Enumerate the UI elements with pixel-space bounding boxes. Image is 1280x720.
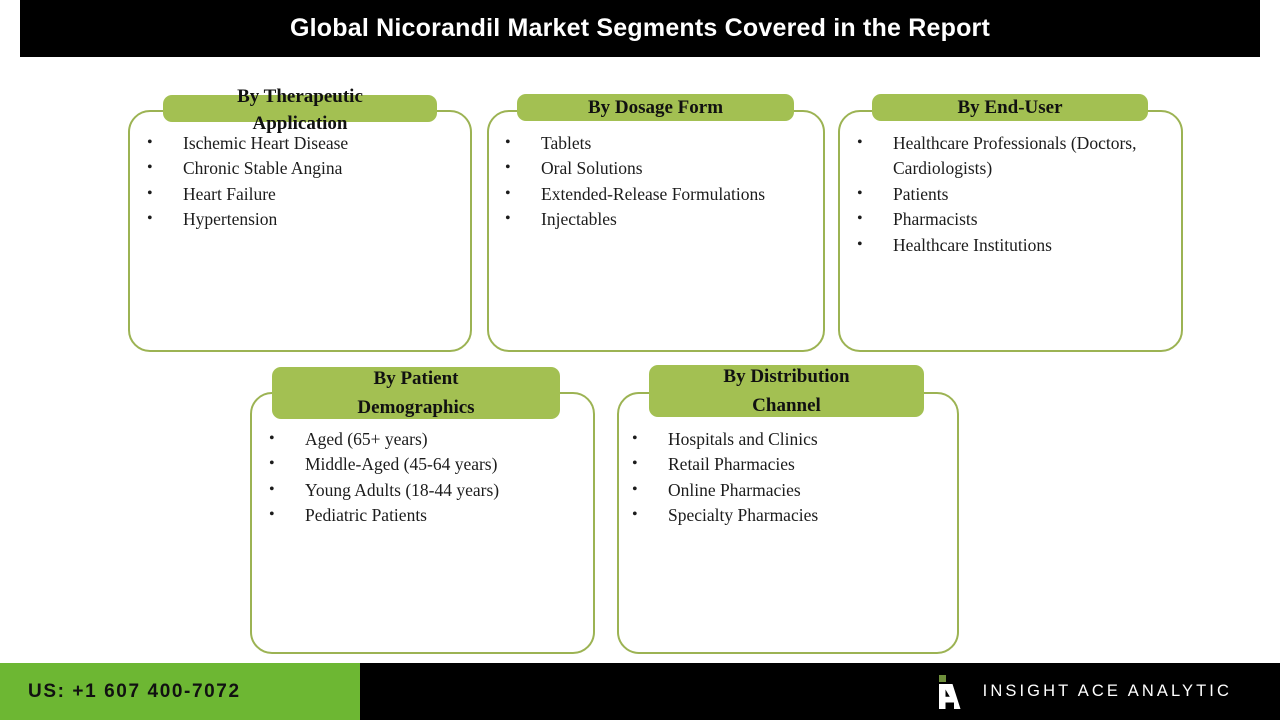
list-item: Tablets	[503, 130, 818, 156]
segment-list-end-user: Healthcare Professionals (Doctors, Cardi…	[855, 130, 1177, 258]
list-item: Online Pharmacies	[630, 477, 960, 503]
list-item: Pharmacists	[855, 206, 1177, 232]
list-item: Extended-Release Formulations	[503, 181, 818, 207]
logo-dot-icon	[938, 674, 946, 682]
list-item: Oral Solutions	[503, 155, 818, 181]
card-heading-banner-dosage-form: By Dosage Form	[517, 94, 794, 121]
list-item: Ischemic Heart Disease	[145, 130, 465, 156]
card-heading-text: By Therapeutic Application	[237, 86, 363, 134]
list-item: Heart Failure	[145, 181, 465, 207]
segment-list-dosage-form: Tablets Oral Solutions Extended-Release …	[503, 130, 818, 233]
list-item: Hypertension	[145, 206, 465, 232]
list-item: Young Adults (18-44 years)	[267, 477, 597, 503]
brand-logo: INSIGHT ACE ANALYTIC	[936, 663, 1232, 720]
card-heading-banner-patient-demographics: By Patient Demographics	[272, 367, 560, 419]
list-item: Specialty Pharmacies	[630, 502, 960, 528]
list-item: Retail Pharmacies	[630, 451, 960, 477]
list-item: Aged (65+ years)	[267, 426, 597, 452]
insightace-a-mark-icon	[936, 674, 966, 709]
card-heading-text: By End-User	[957, 97, 1063, 118]
card-heading-banner-therapeutic-application: By Therapeutic Application	[163, 86, 437, 134]
list-item: Hospitals and Clinics	[630, 426, 960, 452]
list-item: Pediatric Patients	[267, 502, 597, 528]
list-item: Patients	[855, 181, 1177, 207]
page-title: Global Nicorandil Market Segments Covere…	[289, 14, 991, 42]
card-heading-text: By Patient Demographics	[357, 368, 475, 418]
list-item: Injectables	[503, 206, 818, 232]
footer-phone-number: US: +1 607 400-7072	[28, 680, 241, 702]
card-heading-banner-distribution-channel: By Distribution Channel	[649, 365, 924, 417]
list-item: Healthcare Professionals (Doctors, Cardi…	[855, 130, 1177, 182]
segment-list-patient-demographics: Aged (65+ years) Middle-Aged (45-64 year…	[267, 426, 597, 529]
card-heading-text: By Distribution Channel	[723, 366, 850, 416]
brand-name-text: INSIGHT ACE ANALYTIC	[982, 682, 1232, 700]
segment-list-therapeutic-application: Ischemic Heart Disease Chronic Stable An…	[145, 130, 465, 233]
card-heading-text: By Dosage Form	[587, 97, 724, 118]
list-item: Healthcare Institutions	[855, 232, 1177, 258]
list-item: Chronic Stable Angina	[145, 155, 465, 181]
footer-contact-block: US: +1 607 400-7072	[0, 663, 360, 720]
logo-a-glyph-icon	[938, 683, 961, 709]
segment-list-distribution-channel: Hospitals and Clinics Retail Pharmacies …	[630, 426, 960, 529]
title-bar: Global Nicorandil Market Segments Covere…	[20, 0, 1260, 57]
card-heading-banner-end-user: By End-User	[872, 94, 1148, 121]
list-item: Middle-Aged (45-64 years)	[267, 451, 597, 477]
